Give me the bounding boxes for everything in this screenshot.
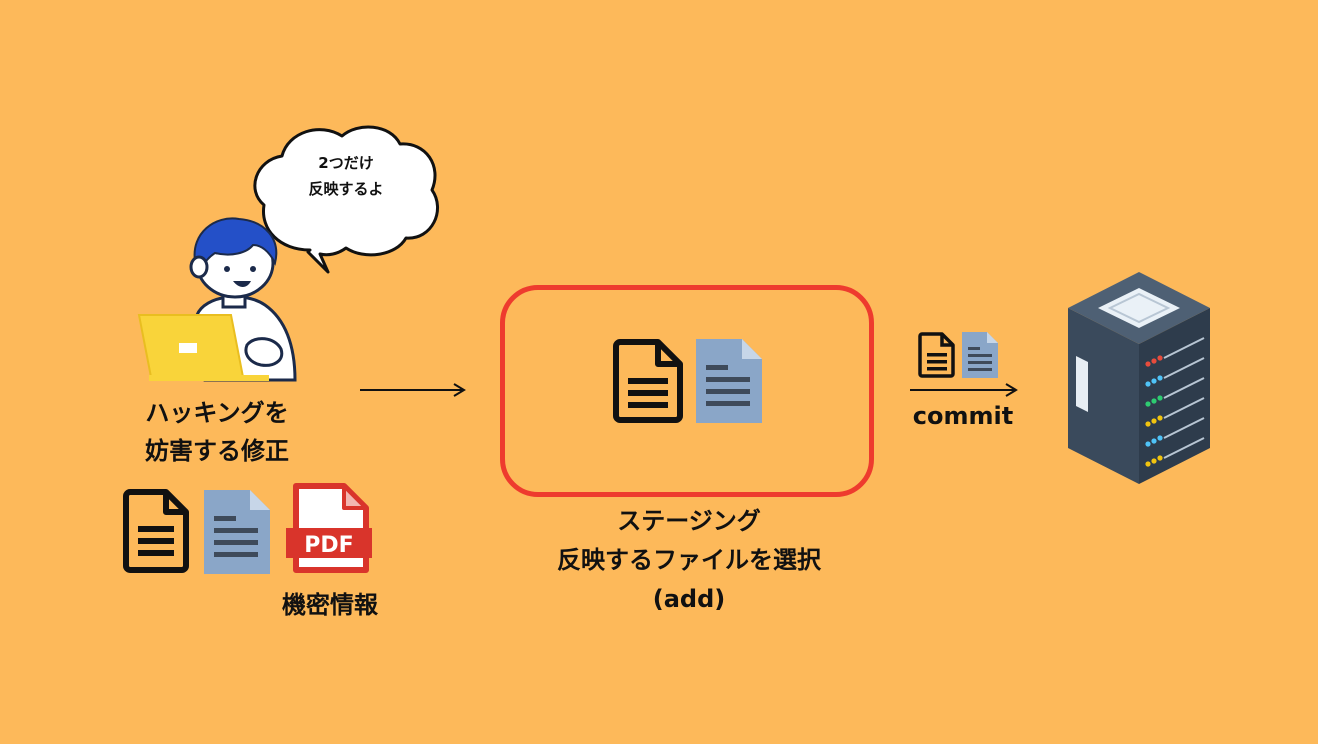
hair-shape [193,217,278,269]
staged-black-document-icon [613,339,683,423]
confidential-label: 機密情報 [282,591,378,619]
commit-label: commit [912,402,1014,430]
arrow-to-server [910,383,1018,397]
working-area-label: ハッキングを 妨害する修正 [112,394,322,470]
commit-blue-document-icon [962,332,998,378]
working-area-line-1: ハッキングを [145,399,289,427]
server-icon [1068,272,1210,484]
speech-bubble-text: 2つだけ 反映するよ [276,150,416,202]
black-document-icon [123,489,189,573]
arrow-to-staging [360,383,466,397]
speech-bubble-line-1: 2つだけ [318,154,374,172]
speech-bubble [253,125,439,274]
hand-shape [244,337,284,367]
staging-label: ステージング 反映するファイルを選択 (add) [498,502,880,619]
staging-line-3: (add) [652,585,726,613]
commit-black-document-icon [918,332,955,378]
staged-blue-document-icon [696,339,762,423]
pdf-document-icon: PDF [286,483,372,573]
pdf-badge-text: PDF [304,533,353,558]
staging-area-box [500,285,874,497]
speech-bubble-line-2: 反映するよ [308,180,384,198]
developer-illustration [137,217,297,382]
staging-line-1: ステージング [617,507,761,535]
staging-line-2: 反映するファイルを選択 [557,546,821,574]
blue-document-icon [204,490,270,574]
working-area-line-2: 妨害する修正 [145,437,289,465]
